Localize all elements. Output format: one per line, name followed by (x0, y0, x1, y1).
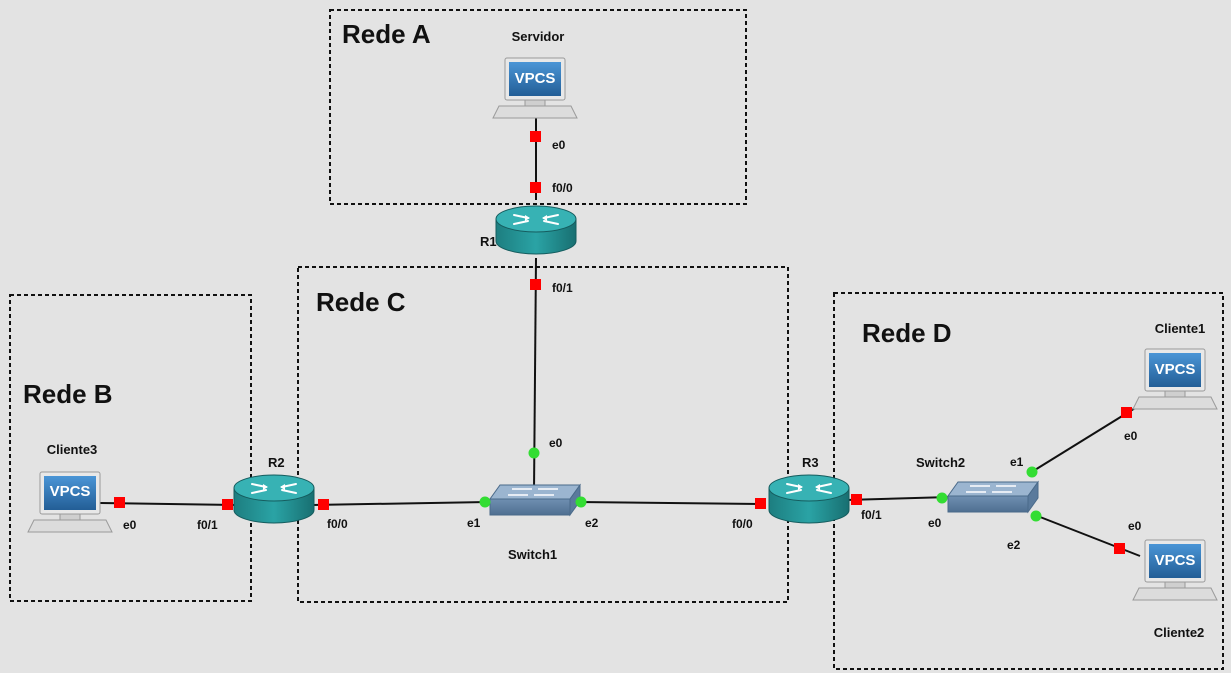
vpcs-icon (492, 57, 578, 119)
port-indicator-cliente3-e0 (114, 497, 125, 508)
device-r2[interactable]: R2 (233, 455, 315, 524)
device-switch1[interactable]: Switch1 (489, 484, 581, 562)
link-switch1-r3[interactable] (577, 501, 761, 505)
port-indicator-switch1-e1 (479, 496, 491, 508)
port-indicator-r3-f0-1 (851, 494, 862, 505)
port-indicator-r1-f0-1 (530, 279, 541, 290)
zone-rede-b: Rede B (9, 294, 252, 602)
device-label: Switch1 (508, 547, 557, 562)
device-label: Cliente1 (1155, 321, 1206, 336)
vpcs-icon (1132, 539, 1218, 601)
port-indicator-r2-f0-1 (222, 499, 233, 510)
port-indicator-switch2-e2 (1030, 510, 1042, 522)
device-label: Servidor (512, 29, 565, 44)
device-cliente1[interactable]: VPCS Cliente1 (1132, 321, 1218, 410)
port-label-switch1-e2: e2 (585, 516, 599, 530)
port-indicator-switch2-e0 (936, 492, 948, 504)
port-label-switch2-e1: e1 (1010, 455, 1024, 469)
router-icon (233, 474, 315, 524)
port-label-r1-f0-0: f0/0 (552, 181, 573, 195)
zone-rede-c: Rede C (297, 266, 789, 603)
router-icon (768, 474, 850, 524)
port-labels: e0 f0/0 f0/1 e0 e0 f0/1 f0/0 e1 e2 f0/0 … (123, 138, 1142, 552)
device-switch2[interactable]: Switch2 (916, 455, 1039, 513)
link-r3-switch2[interactable] (845, 496, 951, 501)
port-label-switch1-e1: e1 (467, 516, 481, 530)
zone-title-rede-c: Rede C (316, 287, 406, 317)
vpcs-icon-text: VPCS (515, 70, 556, 87)
device-servidor[interactable]: VPCS Servidor (492, 29, 578, 119)
zone-title-rede-a: Rede A (342, 19, 431, 49)
switch-icon (947, 481, 1039, 513)
zone-title-rede-d: Rede D (862, 318, 952, 348)
port-indicator-r3-f0-0 (755, 498, 766, 509)
port-label-servidor-e0: e0 (552, 138, 566, 152)
vpcs-icon (1132, 348, 1218, 410)
device-cliente3[interactable]: VPCS Cliente3 (27, 442, 113, 533)
device-cliente2[interactable]: VPCS Cliente2 (1132, 539, 1218, 640)
port-indicators (114, 131, 1132, 554)
port-indicator-r1-f0-0 (530, 182, 541, 193)
port-label-r1-f0-1: f0/1 (552, 281, 573, 295)
router-icon (495, 205, 577, 255)
port-indicator-cliente2-e0 (1114, 543, 1125, 554)
device-label: R1 (480, 234, 497, 249)
zone-title-rede-b: Rede B (23, 379, 113, 409)
port-indicator-switch2-e1 (1026, 466, 1038, 478)
vpcs-icon-text: VPCS (1155, 361, 1196, 378)
port-label-cliente1-e0: e0 (1124, 429, 1138, 443)
port-label-r2-f0-0: f0/0 (327, 517, 348, 531)
port-label-r3-f0-0: f0/0 (732, 517, 753, 531)
device-label: Cliente3 (47, 442, 98, 457)
link-r2-switch1[interactable] (311, 501, 489, 506)
port-indicator-r2-f0-0 (318, 499, 329, 510)
port-label-switch2-e0: e0 (928, 516, 942, 530)
port-indicator-cliente1-e0 (1121, 407, 1132, 418)
port-label-switch1-e0: e0 (549, 436, 563, 450)
device-label: Switch2 (916, 455, 965, 470)
zone-rede-a: Rede A (329, 9, 747, 205)
zone-rede-d: Rede D (833, 292, 1224, 670)
device-r3[interactable]: R3 (768, 455, 850, 524)
port-label-r3-f0-1: f0/1 (861, 508, 882, 522)
vpcs-icon-text: VPCS (50, 483, 91, 500)
port-label-switch2-e2: e2 (1007, 538, 1021, 552)
device-label: R2 (268, 455, 285, 470)
port-label-cliente3-e0: e0 (123, 518, 137, 532)
switch-icon (489, 484, 581, 516)
vpcs-icon (27, 471, 113, 533)
port-indicator-switch1-e0 (528, 447, 540, 459)
device-r1[interactable]: R1 (480, 205, 577, 255)
port-label-r2-f0-1: f0/1 (197, 518, 218, 532)
port-indicator-servidor-e0 (530, 131, 541, 142)
vpcs-icon-text: VPCS (1155, 552, 1196, 569)
device-label: R3 (802, 455, 819, 470)
port-indicator-switch1-e2 (575, 496, 587, 508)
port-label-cliente2-e0: e0 (1128, 519, 1142, 533)
device-label: Cliente2 (1154, 625, 1205, 640)
